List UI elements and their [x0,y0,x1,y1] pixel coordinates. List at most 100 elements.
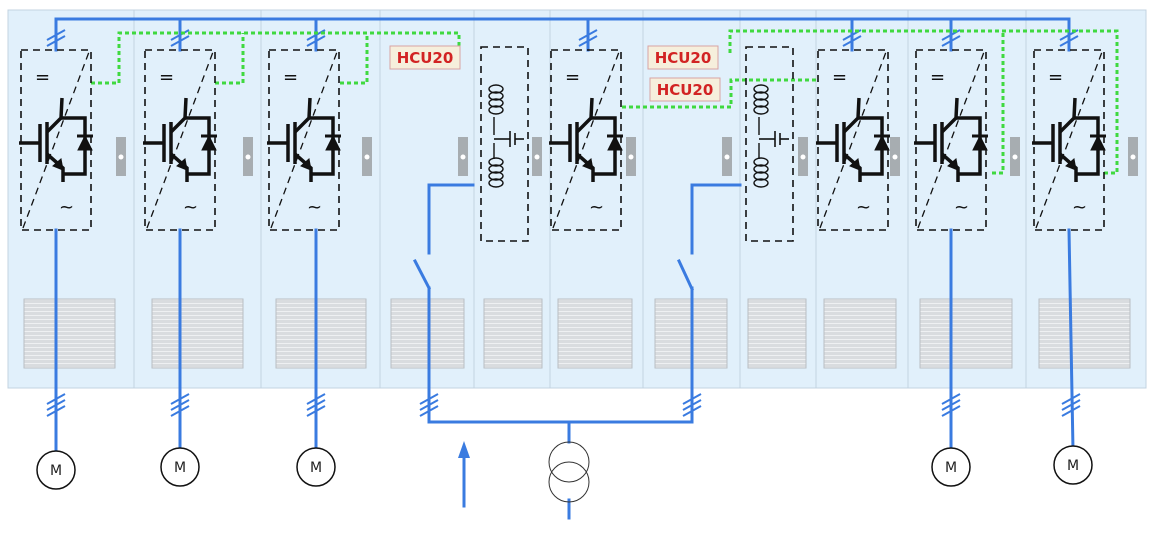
igbt-icon [143,97,189,182]
phase-tick [419,405,439,417]
phase-tick [170,393,190,405]
module-outline [550,49,622,231]
phase-tick [578,35,598,47]
door-handle-knob [118,154,124,160]
vent-grille [747,298,807,369]
module-diagonal [1035,51,1103,229]
supply-path-left [427,183,475,255]
phase-tick [419,399,439,411]
motor-circle [160,447,200,487]
phase-tick [682,399,702,411]
inductor-icon [488,84,504,188]
hcu-label-box [389,45,461,70]
modules: =~=~=~=~=~=~=~ [19,46,1106,242]
phase-tick [1061,399,1081,411]
three-phase-marker-icon [578,29,598,47]
door-handle-knob [534,154,540,160]
emitter-arrow [52,158,64,171]
inverter-module: =~ [143,49,217,231]
cabinet-inverter [815,9,909,389]
phase-tick [842,35,862,47]
ac-symbol-icon: ~ [183,197,198,218]
control-links [91,29,1119,175]
door-handle-knob [460,154,466,160]
phase-tick [46,393,66,405]
hcu-label: HCU20 [649,77,721,102]
phase-tick [941,35,961,47]
inverter-module: =~ [914,49,988,231]
three-phase-marker-icon [306,393,326,417]
phase-tick [306,405,326,417]
emitter-arrow [947,158,959,171]
dc-symbol-icon: = [930,67,945,88]
diode-icon [956,116,988,176]
cabinet-inverter [260,9,381,389]
motor-circle [296,447,336,487]
vent-grille [275,298,367,369]
vent-grille [823,298,897,369]
motor-label: M [174,460,186,476]
motor-label: M [50,463,62,479]
ac-symbol-icon: ~ [954,197,969,218]
ac-symbol-icon: ~ [589,197,604,218]
phase-tick [170,29,190,41]
three-phase-markers [46,29,1081,417]
dc-symbol-icon: = [832,67,847,88]
module-diagonal [917,51,985,229]
three-phase-marker-icon [1061,393,1081,417]
motor-icon: M [1053,445,1093,485]
module-outline [20,49,92,231]
vent-grille [483,298,543,369]
phase-tick [170,405,190,417]
diode-icon [591,116,623,176]
three-phase-marker-icon [682,393,702,417]
motor-label: M [1067,458,1079,474]
cabinet-inverter [7,9,135,389]
module-diagonal [146,51,214,229]
diode-icon [858,116,890,176]
phase-tick [941,405,961,417]
diode-icon [185,116,217,176]
motor-icon: M [296,447,336,487]
switch-blade-right [677,259,694,291]
hcu-label: HCU20 [647,45,719,70]
phase-tick [419,393,439,405]
three-phase-marker-icon [46,29,66,47]
phase-tick [306,393,326,405]
control-link-c2 [215,33,245,85]
module-outline [480,46,529,242]
phase-tick [46,29,66,41]
cabinet-inverter [133,9,262,389]
phase-tick [682,393,702,405]
module-outline [915,49,987,231]
motor-icon: M [931,447,971,487]
control-link-left [91,31,461,85]
motor-icon: M [160,447,200,487]
phase-tick [1061,393,1081,405]
module-diagonal [270,51,338,229]
inverter-module: =~ [19,49,93,231]
cabinet-inverter [907,9,1027,389]
phase-tick [682,405,702,417]
hcu-label-text: HCU20 [657,81,714,99]
ac-symbol-icon: ~ [1072,197,1087,218]
hcu-label-text: HCU20 [655,49,712,67]
motor-icon: M [36,450,76,490]
inverter-module: =~ [1032,49,1106,231]
emitter-arrow [300,158,312,171]
vent-grille [23,298,116,369]
cabinet-filter [739,9,817,389]
phase-tick [170,399,190,411]
diode-icon [61,116,93,176]
door-handle-knob [724,154,730,160]
three-phase-marker-icon [170,393,190,417]
supply-path-left-lower [427,286,694,424]
dc-symbol-icon: = [159,67,174,88]
capacitor-icon [494,131,524,147]
motor-feeder-5 [1067,228,1075,452]
module-outline [144,49,216,231]
inverter-module: =~ [267,49,341,231]
